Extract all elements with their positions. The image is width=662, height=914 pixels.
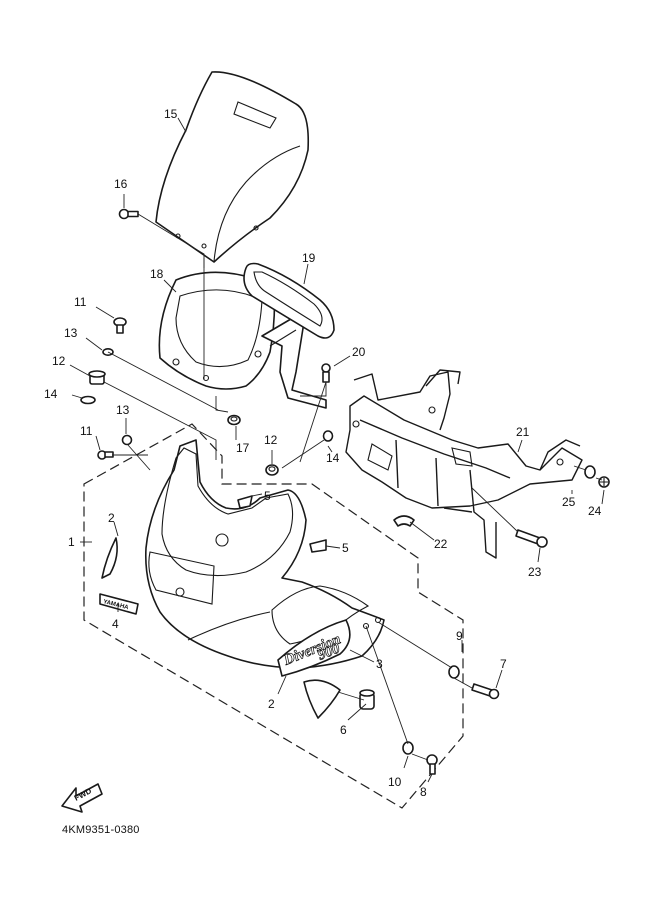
clip-5-upper-part: [237, 495, 253, 509]
callout-23: 23: [528, 565, 542, 579]
callout-5-upper: 5: [264, 489, 271, 503]
callout-18: 18: [150, 267, 164, 281]
leader-lines: [69, 117, 605, 783]
fastener-11-lower-part: [97, 450, 114, 460]
washer-9-part: [448, 665, 460, 679]
fastener-11-upper-part: [113, 317, 127, 334]
callout-13-upper: 13: [64, 326, 78, 340]
side-cover-2-left-part: [101, 537, 118, 579]
clip-5-lower-part: [309, 539, 327, 553]
callout-16: 16: [114, 177, 128, 191]
bolt-24-part: [598, 476, 610, 488]
callout-8: 8: [420, 785, 427, 799]
callout-4: 4: [112, 617, 119, 631]
callout-labels: 15 16 18 19 20 11 13 12 14 13 11 17 12 1…: [44, 107, 602, 799]
bolt-7-part: [471, 683, 500, 700]
callout-6: 6: [340, 723, 347, 737]
washer-25-part: [584, 465, 596, 479]
bolt-8-part: [426, 754, 438, 775]
callout-12-center: 12: [264, 433, 278, 447]
callout-22: 22: [434, 537, 448, 551]
bolt-20-part: [321, 363, 331, 383]
grommet-17-part: [227, 414, 241, 426]
side-cover-2-lower-part: [303, 679, 341, 719]
washer-14-center-part: [322, 430, 334, 442]
nut-14-left-part: [80, 395, 96, 405]
callout-13-lower: 13: [116, 403, 130, 417]
callout-11-lower: 11: [80, 424, 93, 438]
windshield-part: [155, 71, 310, 263]
washer-10-part: [402, 741, 414, 755]
frame-stay-part: [345, 369, 583, 559]
grommet-12-left-part: [88, 370, 106, 385]
callout-9: 9: [456, 629, 463, 643]
callout-1: 1: [68, 535, 75, 549]
callout-15: 15: [164, 107, 178, 121]
cowling-assembly-boundary: [83, 423, 464, 809]
callout-5-lower: 5: [342, 541, 349, 555]
callout-11-upper: 11: [74, 295, 87, 309]
callout-19: 19: [302, 251, 316, 265]
callout-2-left: 2: [108, 511, 115, 525]
callout-2-lower: 2: [268, 697, 275, 711]
callout-14-center: 14: [326, 451, 340, 465]
callout-12-left: 12: [52, 354, 66, 368]
callout-24: 24: [588, 504, 602, 518]
grommet-12-center-part: [265, 464, 279, 476]
callout-25: 25: [562, 495, 576, 509]
callout-3: 3: [376, 657, 383, 671]
washer-13-lower-part: [121, 434, 133, 446]
fwd-arrow-icon: FWD: [61, 783, 103, 813]
seal-strip-part: [243, 262, 335, 339]
grommet-6-part: [359, 689, 375, 710]
screw-16-part: [118, 208, 139, 220]
diagram-reference-code: 4KM9351-0380: [62, 824, 140, 836]
callout-14-left: 14: [44, 387, 58, 401]
callout-7: 7: [500, 657, 507, 671]
clamp-22-part: [393, 515, 415, 527]
callout-21: 21: [516, 425, 530, 439]
bolt-23-part: [515, 529, 548, 548]
yamaha-badge-part: YAMAHA: [99, 593, 139, 615]
callout-20: 20: [352, 345, 366, 359]
callout-17: 17: [236, 441, 250, 455]
callout-10: 10: [388, 775, 402, 789]
main-cowling-part: [144, 439, 385, 669]
